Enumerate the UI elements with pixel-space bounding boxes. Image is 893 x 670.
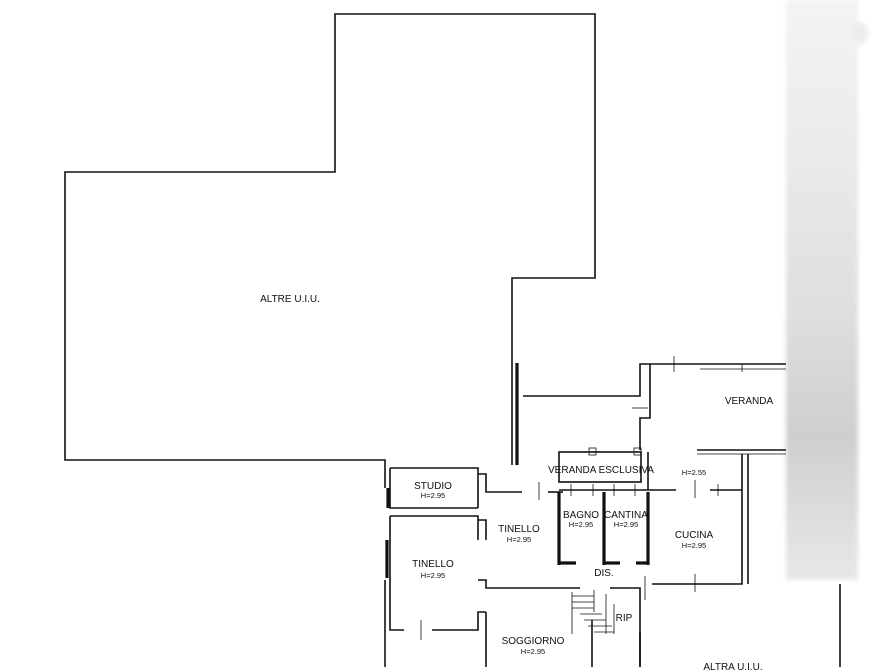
label-cantina-height: H=2.95 — [614, 520, 638, 529]
wall-corridor-top — [478, 473, 522, 493]
label-tinello-center: TINELLO — [498, 524, 540, 535]
label-tinello-left-height: H=2.95 — [421, 571, 445, 580]
wall-cucina — [652, 490, 743, 585]
label-studio-height: H=2.95 — [421, 491, 445, 500]
wall-tinello-bottom — [432, 611, 486, 631]
wall-tinello-left-top — [390, 515, 479, 540]
wall-corridor-bottom — [478, 579, 580, 589]
wall-studio — [390, 467, 479, 508]
pillar — [633, 447, 642, 456]
wall-tinello-right — [478, 519, 487, 540]
label-soggiorno-height: H=2.95 — [521, 647, 545, 656]
label-tinello-left: TINELLO — [412, 559, 454, 570]
label-tinello-center-height: H=2.95 — [507, 535, 531, 544]
wall-studio-lower — [389, 468, 478, 509]
label-dis: DIS. — [594, 568, 613, 579]
wall-segment — [710, 454, 743, 491]
wall-veranda-outline — [523, 363, 786, 397]
label-rip: RIP — [616, 613, 633, 624]
wall-rip — [610, 587, 641, 667]
staircase — [571, 590, 615, 634]
label-altra-uiu: ALTRA U.I.U. — [703, 662, 762, 670]
label-soggiorno: SOGGIORNO — [502, 636, 565, 647]
label-altre-uiu: ALTRE U.I.U. — [260, 294, 320, 305]
label-studio: STUDIO — [414, 481, 452, 492]
wall-tinello-left — [389, 516, 404, 631]
label-bagno: BAGNO — [563, 510, 599, 521]
redacted-mark — [852, 22, 868, 44]
label-veranda: VERANDA — [725, 396, 774, 407]
label-veranda-esclusiva: VERANDA ESCLUSIVA — [548, 465, 654, 476]
wall-veranda-esclusiva — [558, 451, 642, 483]
label-height-255: H=2.55 — [682, 468, 706, 477]
pillar — [588, 447, 597, 456]
label-cantina: CANTINA — [604, 510, 648, 521]
label-bagno-height: H=2.95 — [569, 520, 593, 529]
redacted-area — [786, 0, 858, 580]
label-cucina-height: H=2.95 — [682, 541, 706, 550]
wall-veranda-left — [639, 364, 651, 450]
wall-altre-uiu — [64, 13, 596, 488]
label-cucina: CUCINA — [675, 530, 714, 541]
